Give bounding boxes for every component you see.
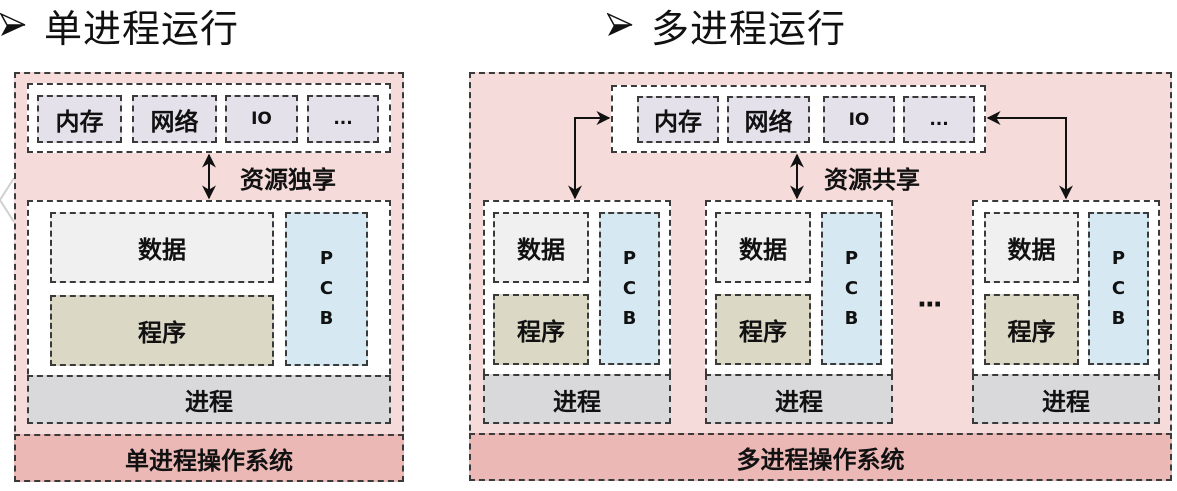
multi-data-box: 数据 bbox=[715, 212, 811, 283]
multi-resource-more: ... bbox=[903, 96, 975, 143]
multi-process-title-text: 多进程运行 bbox=[651, 6, 847, 51]
multi-pcb-box: P C B bbox=[599, 212, 660, 365]
multi-resource-network: 网络 bbox=[727, 96, 810, 143]
pcb-letter: B bbox=[319, 308, 334, 329]
single-resource-network: 网络 bbox=[132, 95, 217, 143]
single-resource-more: ... bbox=[307, 95, 379, 143]
single-resource-memory: 内存 bbox=[37, 95, 122, 143]
single-data-box: 数据 bbox=[50, 212, 274, 283]
single-process-bar: 进程 bbox=[27, 375, 391, 424]
pcb-letter: C bbox=[622, 277, 637, 299]
multi-process-bar: 进程 bbox=[705, 374, 893, 424]
multi-process-title: 多进程运行 bbox=[607, 2, 846, 51]
multi-program-box: 程序 bbox=[984, 294, 1079, 365]
pcb-letter: B bbox=[622, 307, 637, 329]
multi-data-box: 数据 bbox=[984, 212, 1079, 283]
multi-pcb-box: P C B bbox=[1088, 212, 1149, 365]
multi-process-bar: 进程 bbox=[972, 374, 1160, 424]
arrow-bullet-icon bbox=[607, 12, 633, 36]
single-process-title: 单进程运行 bbox=[0, 2, 239, 51]
single-relation-label: 资源独享 bbox=[240, 166, 336, 194]
single-process-title-text: 单进程运行 bbox=[44, 6, 240, 51]
pcb-letter: P bbox=[1111, 247, 1126, 269]
multi-os-bar: 多进程操作系统 bbox=[469, 433, 1172, 481]
multi-relation-label: 资源共享 bbox=[824, 166, 920, 194]
multi-pcb-box: P C B bbox=[821, 212, 882, 365]
single-pcb-box: P C B bbox=[285, 212, 368, 366]
pcb-letter: B bbox=[844, 307, 859, 329]
pcb-letter: P bbox=[319, 248, 334, 269]
pcb-letter: B bbox=[1111, 307, 1126, 329]
multi-process-bar: 进程 bbox=[483, 374, 671, 424]
multi-program-box: 程序 bbox=[493, 294, 589, 365]
pcb-letter: C bbox=[319, 278, 334, 299]
single-os-bar: 单进程操作系统 bbox=[14, 434, 404, 482]
pcb-letter: C bbox=[844, 277, 859, 299]
single-resource-io: IO bbox=[225, 95, 298, 143]
multi-resource-io: IO bbox=[823, 96, 895, 143]
arrow-bullet-icon bbox=[0, 12, 26, 36]
single-program-box: 程序 bbox=[50, 295, 274, 366]
multi-data-box: 数据 bbox=[493, 212, 589, 283]
more-processes-ellipsis: ··· bbox=[917, 290, 943, 320]
multi-program-box: 程序 bbox=[715, 294, 811, 365]
pcb-letter: P bbox=[622, 247, 637, 269]
pcb-letter: P bbox=[844, 247, 859, 269]
multi-resource-memory: 内存 bbox=[637, 96, 719, 143]
pcb-letter: C bbox=[1111, 277, 1126, 299]
